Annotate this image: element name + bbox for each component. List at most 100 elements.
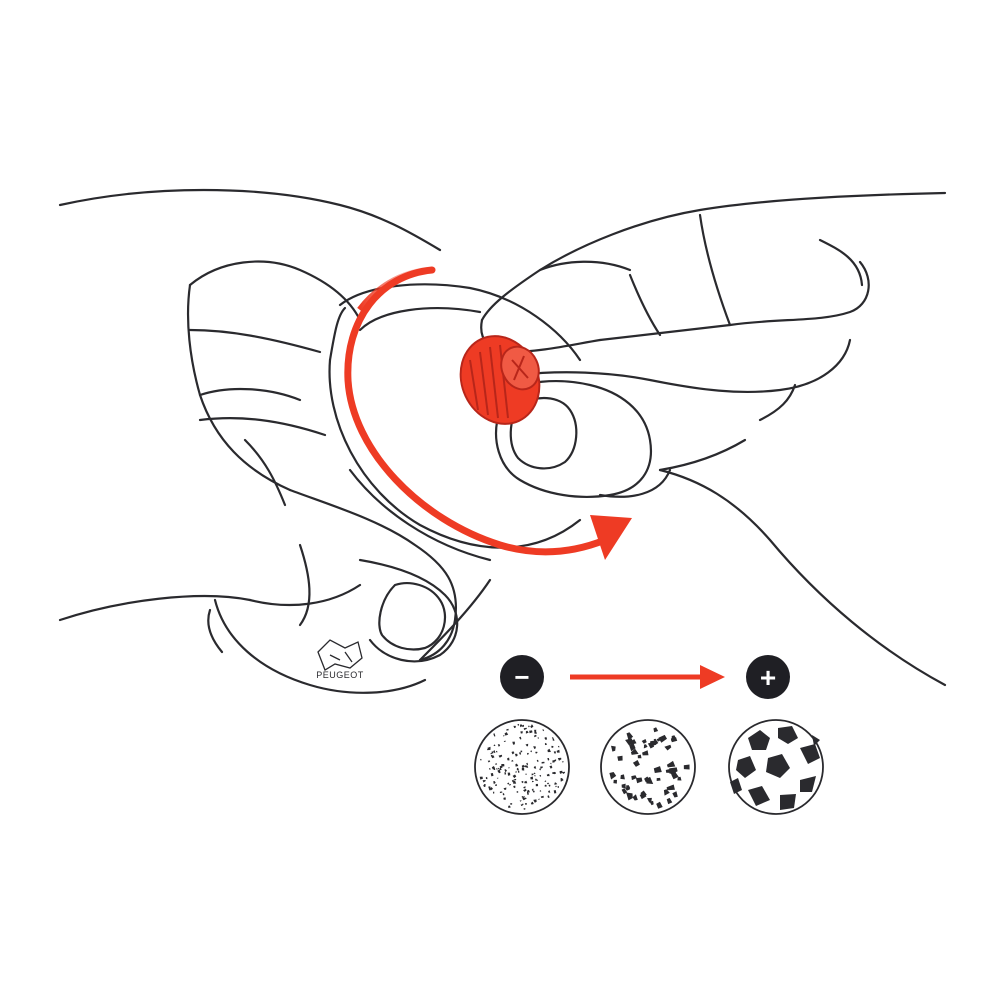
grind-particle [499, 765, 503, 769]
grind-particle [544, 742, 548, 746]
grind-particle [542, 729, 545, 732]
grind-particle [521, 781, 524, 784]
grind-particle [504, 769, 507, 773]
grind-particle [529, 730, 533, 734]
grind-particle [640, 790, 647, 797]
grind-particle [556, 749, 560, 753]
grind-particle [620, 774, 625, 780]
grind-particle [546, 773, 550, 777]
grind-particle [536, 759, 539, 763]
grind-particle [526, 765, 529, 768]
grind-particle [520, 750, 523, 753]
grind-particle [637, 754, 642, 759]
grind-particle [653, 727, 659, 733]
grind-particle [531, 788, 534, 791]
grind-particle [525, 730, 529, 734]
grind-particle [647, 797, 652, 803]
grind-particle [533, 772, 536, 775]
grind-particle [535, 778, 537, 781]
grind-particle [547, 758, 550, 761]
grind-particle [495, 763, 498, 765]
grind-particle [499, 791, 503, 794]
grind-particle [528, 725, 530, 728]
grind-scale: − + [500, 655, 790, 699]
grind-particle [490, 773, 494, 777]
grind-particle [514, 778, 517, 781]
adjustment-knob-icon[interactable] [447, 323, 554, 437]
grind-particle [672, 791, 678, 798]
grind-particle [540, 795, 544, 798]
grind-particle [532, 790, 535, 793]
grind-particle [493, 750, 496, 753]
grind-particle [519, 800, 522, 802]
grind-particle [515, 763, 519, 767]
grind-particle [632, 760, 640, 767]
grind-particle [521, 724, 524, 727]
grind-particle [508, 767, 510, 769]
grind-particle [656, 777, 661, 781]
grind-particle [663, 789, 670, 796]
grind-particle [613, 779, 617, 784]
grind-particle [632, 794, 638, 801]
grind-particle [533, 799, 537, 803]
grind-particle [507, 782, 510, 785]
grind-particle [507, 772, 511, 776]
grind-sample-coarse [728, 719, 824, 815]
grind-particle [553, 790, 557, 794]
grind-particle [491, 751, 494, 754]
grind-particle [560, 778, 564, 782]
grind-particle [512, 774, 517, 779]
grind-particle [544, 780, 547, 782]
grinder-body [207, 283, 582, 694]
grind-particle [526, 762, 529, 766]
grind-particle [562, 771, 566, 774]
grind-particle [561, 761, 564, 763]
grind-particle [482, 784, 486, 787]
grind-particle [553, 751, 556, 754]
grind-particle [625, 738, 633, 746]
grind-particle [511, 759, 514, 762]
grind-particle [539, 790, 542, 792]
grind-particle [641, 739, 647, 744]
grind-particle [498, 754, 503, 758]
grind-particle [552, 771, 555, 774]
grind-particle [530, 725, 534, 729]
grind-particle [493, 744, 496, 747]
grind-particle [547, 795, 550, 798]
right-hand [480, 191, 947, 687]
grind-particle [531, 773, 534, 776]
left-hand [58, 188, 459, 663]
grind-particle [555, 785, 557, 788]
grind-particle [523, 788, 527, 792]
grind-particle [524, 780, 528, 784]
grind-sample-medium [600, 719, 696, 815]
grind-particle [664, 744, 672, 751]
grind-particle [503, 735, 505, 737]
grind-particle [509, 784, 512, 786]
grind-particle [504, 732, 509, 736]
grind-particle [653, 738, 659, 745]
grind-particle [550, 762, 552, 765]
rotation-arrow-icon [344, 266, 632, 560]
grind-particle [666, 797, 673, 805]
grind-particle [485, 776, 488, 780]
grind-particle [531, 780, 534, 783]
grind-particle [658, 734, 667, 743]
grind-particle [539, 768, 541, 771]
grind-particle [502, 793, 505, 796]
grind-particle [541, 761, 545, 764]
grind-particle [626, 732, 634, 741]
grind-particle [497, 769, 501, 774]
grind-particle [521, 764, 525, 768]
grind-particle [523, 796, 525, 798]
grind-particle [509, 803, 513, 805]
grind-particle [547, 782, 550, 785]
grind-particle [644, 776, 650, 783]
grind-particle [551, 737, 554, 739]
grind-particle [630, 748, 639, 755]
grind-particle [617, 755, 623, 761]
grind-particle [656, 801, 663, 809]
grind-particle [511, 779, 514, 783]
grind-particle [504, 772, 507, 775]
